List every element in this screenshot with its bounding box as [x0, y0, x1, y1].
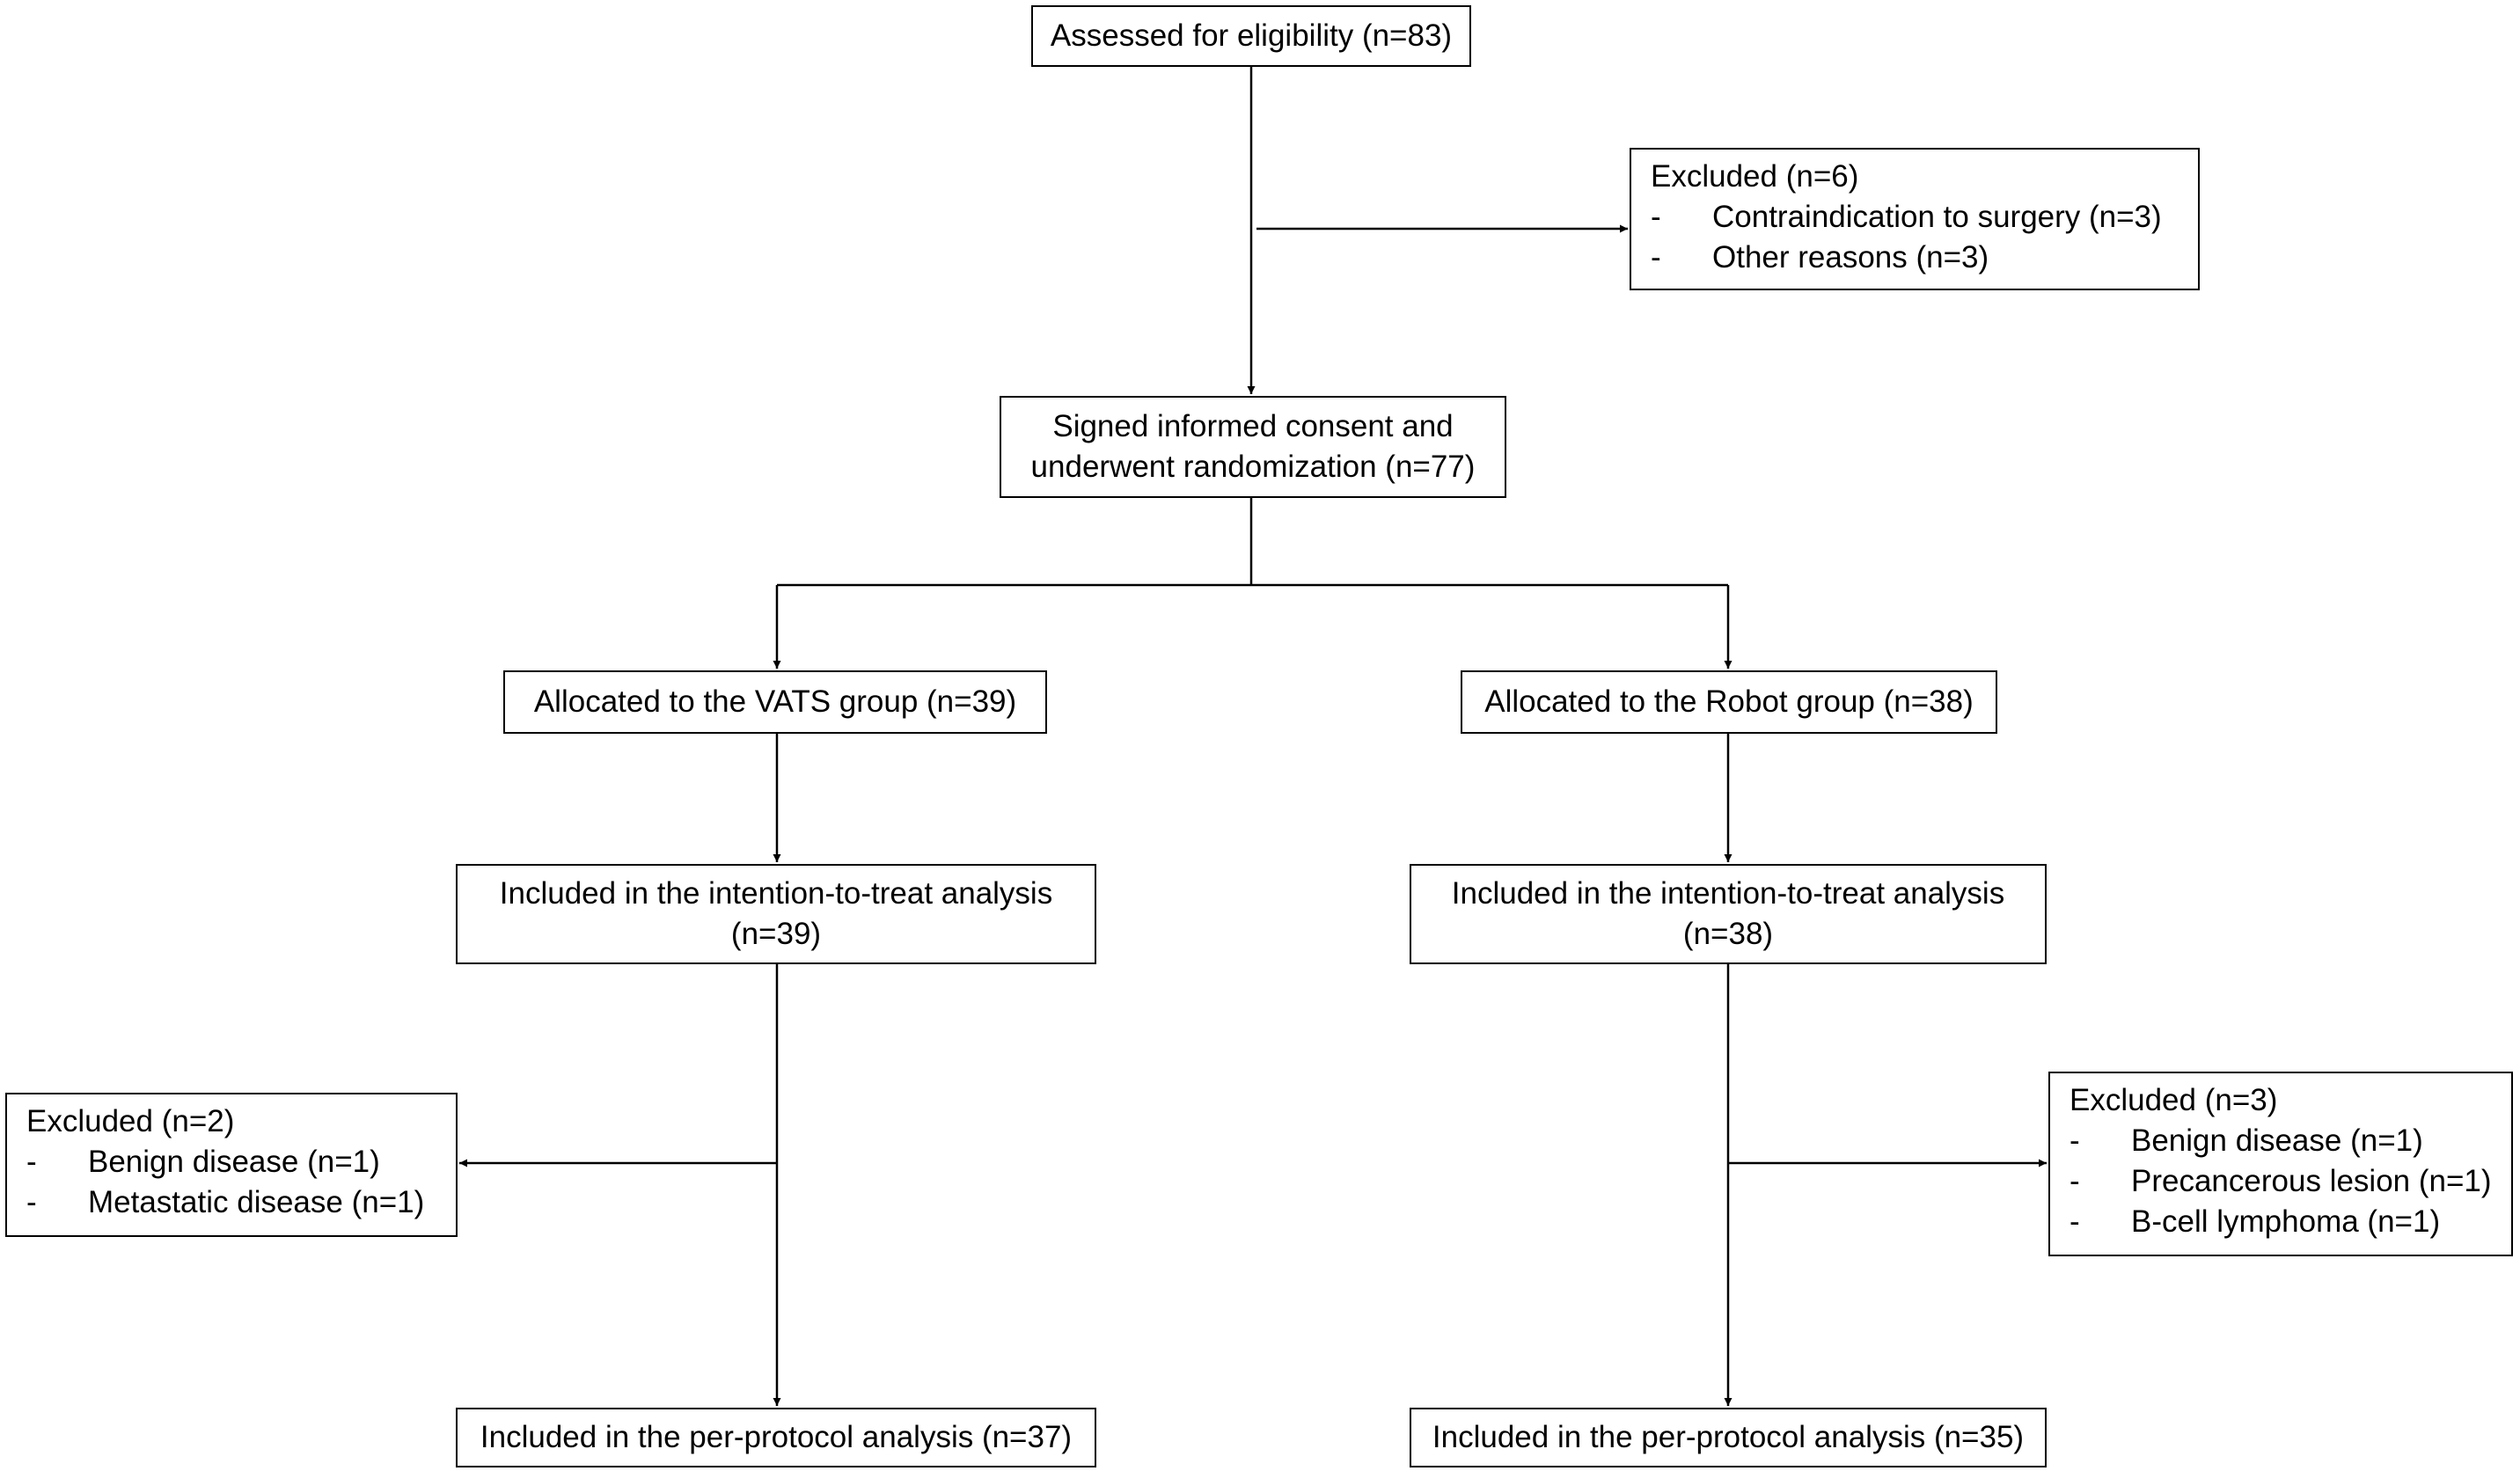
robot-itt-box: Included in the intention-to-treat analy…	[1410, 864, 2047, 964]
bullet-dash: -	[1651, 240, 1661, 274]
robot-pp-box: Included in the per-protocol analysis (n…	[1410, 1408, 2047, 1467]
robot-excluded-reason: B-cell lymphoma (n=1)	[2131, 1204, 2441, 1239]
robot-itt-line: (n=38)	[1682, 917, 1774, 951]
bullet-dash: -	[2069, 1204, 2080, 1239]
robot-allocation-text: Allocated to the Robot group (n=38)	[1484, 684, 1974, 719]
list-item: - Contraindication to surgery (n=3)	[1651, 197, 2179, 238]
vats-pp-box: Included in the per-protocol analysis (n…	[456, 1408, 1096, 1467]
bullet-dash: -	[2069, 1164, 2080, 1198]
robot-excluded-reason: Benign disease (n=1)	[2131, 1123, 2423, 1158]
randomized-line: Signed informed consent and	[1052, 409, 1454, 443]
vats-pp-text: Included in the per-protocol analysis (n…	[480, 1420, 1073, 1454]
robot-pp-text: Included in the per-protocol analysis (n…	[1432, 1420, 2025, 1454]
randomized-box: Signed informed consent and underwent ra…	[1000, 396, 1506, 498]
vats-excluded-reason: Benign disease (n=1)	[88, 1145, 380, 1179]
robot-excluded-box: Excluded (n=3) - Benign disease (n=1) - …	[2048, 1072, 2513, 1256]
list-item: - Benign disease (n=1)	[26, 1142, 436, 1182]
list-item: - Metastatic disease (n=1)	[26, 1182, 436, 1223]
randomized-line: underwent randomization (n=77)	[1030, 450, 1476, 484]
vats-itt-line: (n=39)	[730, 917, 822, 951]
bullet-dash: -	[2069, 1123, 2080, 1158]
assessed-text: Assessed for eligibility (n=83)	[1050, 18, 1453, 53]
robot-allocation-box: Allocated to the Robot group (n=38)	[1461, 670, 1997, 734]
excluded-top-title: Excluded (n=6)	[1651, 159, 1859, 194]
vats-excluded-title: Excluded (n=2)	[26, 1104, 235, 1138]
assessed-box: Assessed for eligibility (n=83)	[1031, 5, 1471, 67]
bullet-dash: -	[1651, 200, 1661, 234]
robot-excluded-title: Excluded (n=3)	[2069, 1083, 2278, 1117]
list-item: - Other reasons (n=3)	[1651, 238, 2179, 278]
excluded-top-box: Excluded (n=6) - Contraindication to sur…	[1630, 148, 2200, 290]
vats-excluded-box: Excluded (n=2) - Benign disease (n=1) - …	[5, 1093, 458, 1237]
vats-itt-box: Included in the intention-to-treat analy…	[456, 864, 1096, 964]
vats-excluded-reason: Metastatic disease (n=1)	[88, 1185, 425, 1219]
excluded-top-reason: Other reasons (n=3)	[1712, 240, 1989, 274]
robot-excluded-reason: Precancerous lesion (n=1)	[2131, 1164, 2492, 1198]
list-item: - B-cell lymphoma (n=1)	[2069, 1202, 2492, 1242]
robot-itt-line: Included in the intention-to-treat analy…	[1451, 876, 2005, 911]
bullet-dash: -	[26, 1185, 37, 1219]
bullet-dash: -	[26, 1145, 37, 1179]
vats-allocation-box: Allocated to the VATS group (n=39)	[503, 670, 1047, 734]
vats-itt-line: Included in the intention-to-treat analy…	[499, 876, 1053, 911]
list-item: - Benign disease (n=1)	[2069, 1121, 2492, 1161]
excluded-top-reason: Contraindication to surgery (n=3)	[1712, 200, 2162, 234]
list-item: - Precancerous lesion (n=1)	[2069, 1161, 2492, 1202]
vats-allocation-text: Allocated to the VATS group (n=39)	[533, 684, 1017, 719]
